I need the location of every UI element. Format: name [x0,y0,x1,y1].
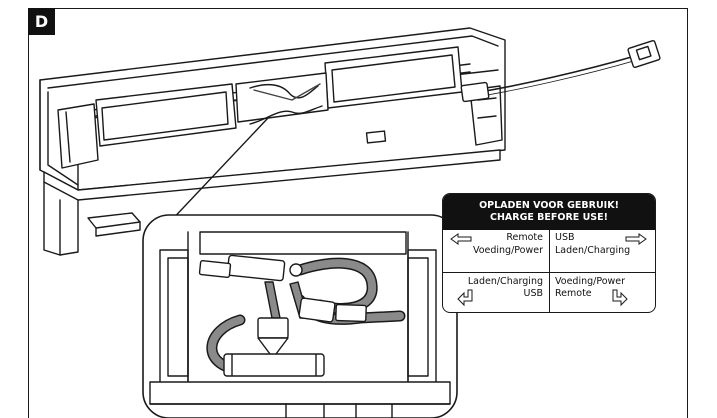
label-cell-charging-usb: Laden/Charging USB [443,273,549,312]
label-heading-line2: CHARGE BEFORE USE! [490,212,608,223]
arrow-down-right-icon [612,289,628,307]
arrow-left-icon [450,233,472,245]
label-divider-vertical [549,230,550,312]
label-cell-line1: Remote [506,232,543,243]
label-cell-line2: Remote [555,288,592,299]
label-cell-line2: Laden/Charging [555,245,631,256]
step-badge: D [28,8,55,35]
label-cell-usb-charging: USB Laden/Charging [550,230,655,271]
label-cell-remote-power: Remote Voeding/Power [443,230,549,271]
battery-tray [39,27,506,256]
charge-instruction-label: OPLADEN VOOR GEBRUIK! CHARGE BEFORE USE!… [442,193,656,313]
label-cell-line1: USB [555,232,575,243]
arrow-right-icon [625,233,647,245]
label-heading-line1: OPLADEN VOOR GEBRUIK! [479,200,619,211]
label-cell-line2: Voeding/Power [472,245,543,256]
label-cell-power-remote: Voeding/Power Remote [550,273,655,312]
label-grid: Remote Voeding/Power USB Laden/Charging … [443,230,655,312]
zoom-detail-inset [142,214,458,418]
label-cell-line1: Voeding/Power [555,276,626,287]
arrow-down-left-icon [457,289,473,307]
label-divider-horizontal [443,272,655,273]
usb-cable [460,39,661,103]
label-cell-line1: Laden/Charging [467,276,543,287]
label-cell-line2: USB [523,288,543,299]
figure-frame [28,8,688,418]
label-heading: OPLADEN VOOR GEBRUIK! CHARGE BEFORE USE! [443,194,655,230]
